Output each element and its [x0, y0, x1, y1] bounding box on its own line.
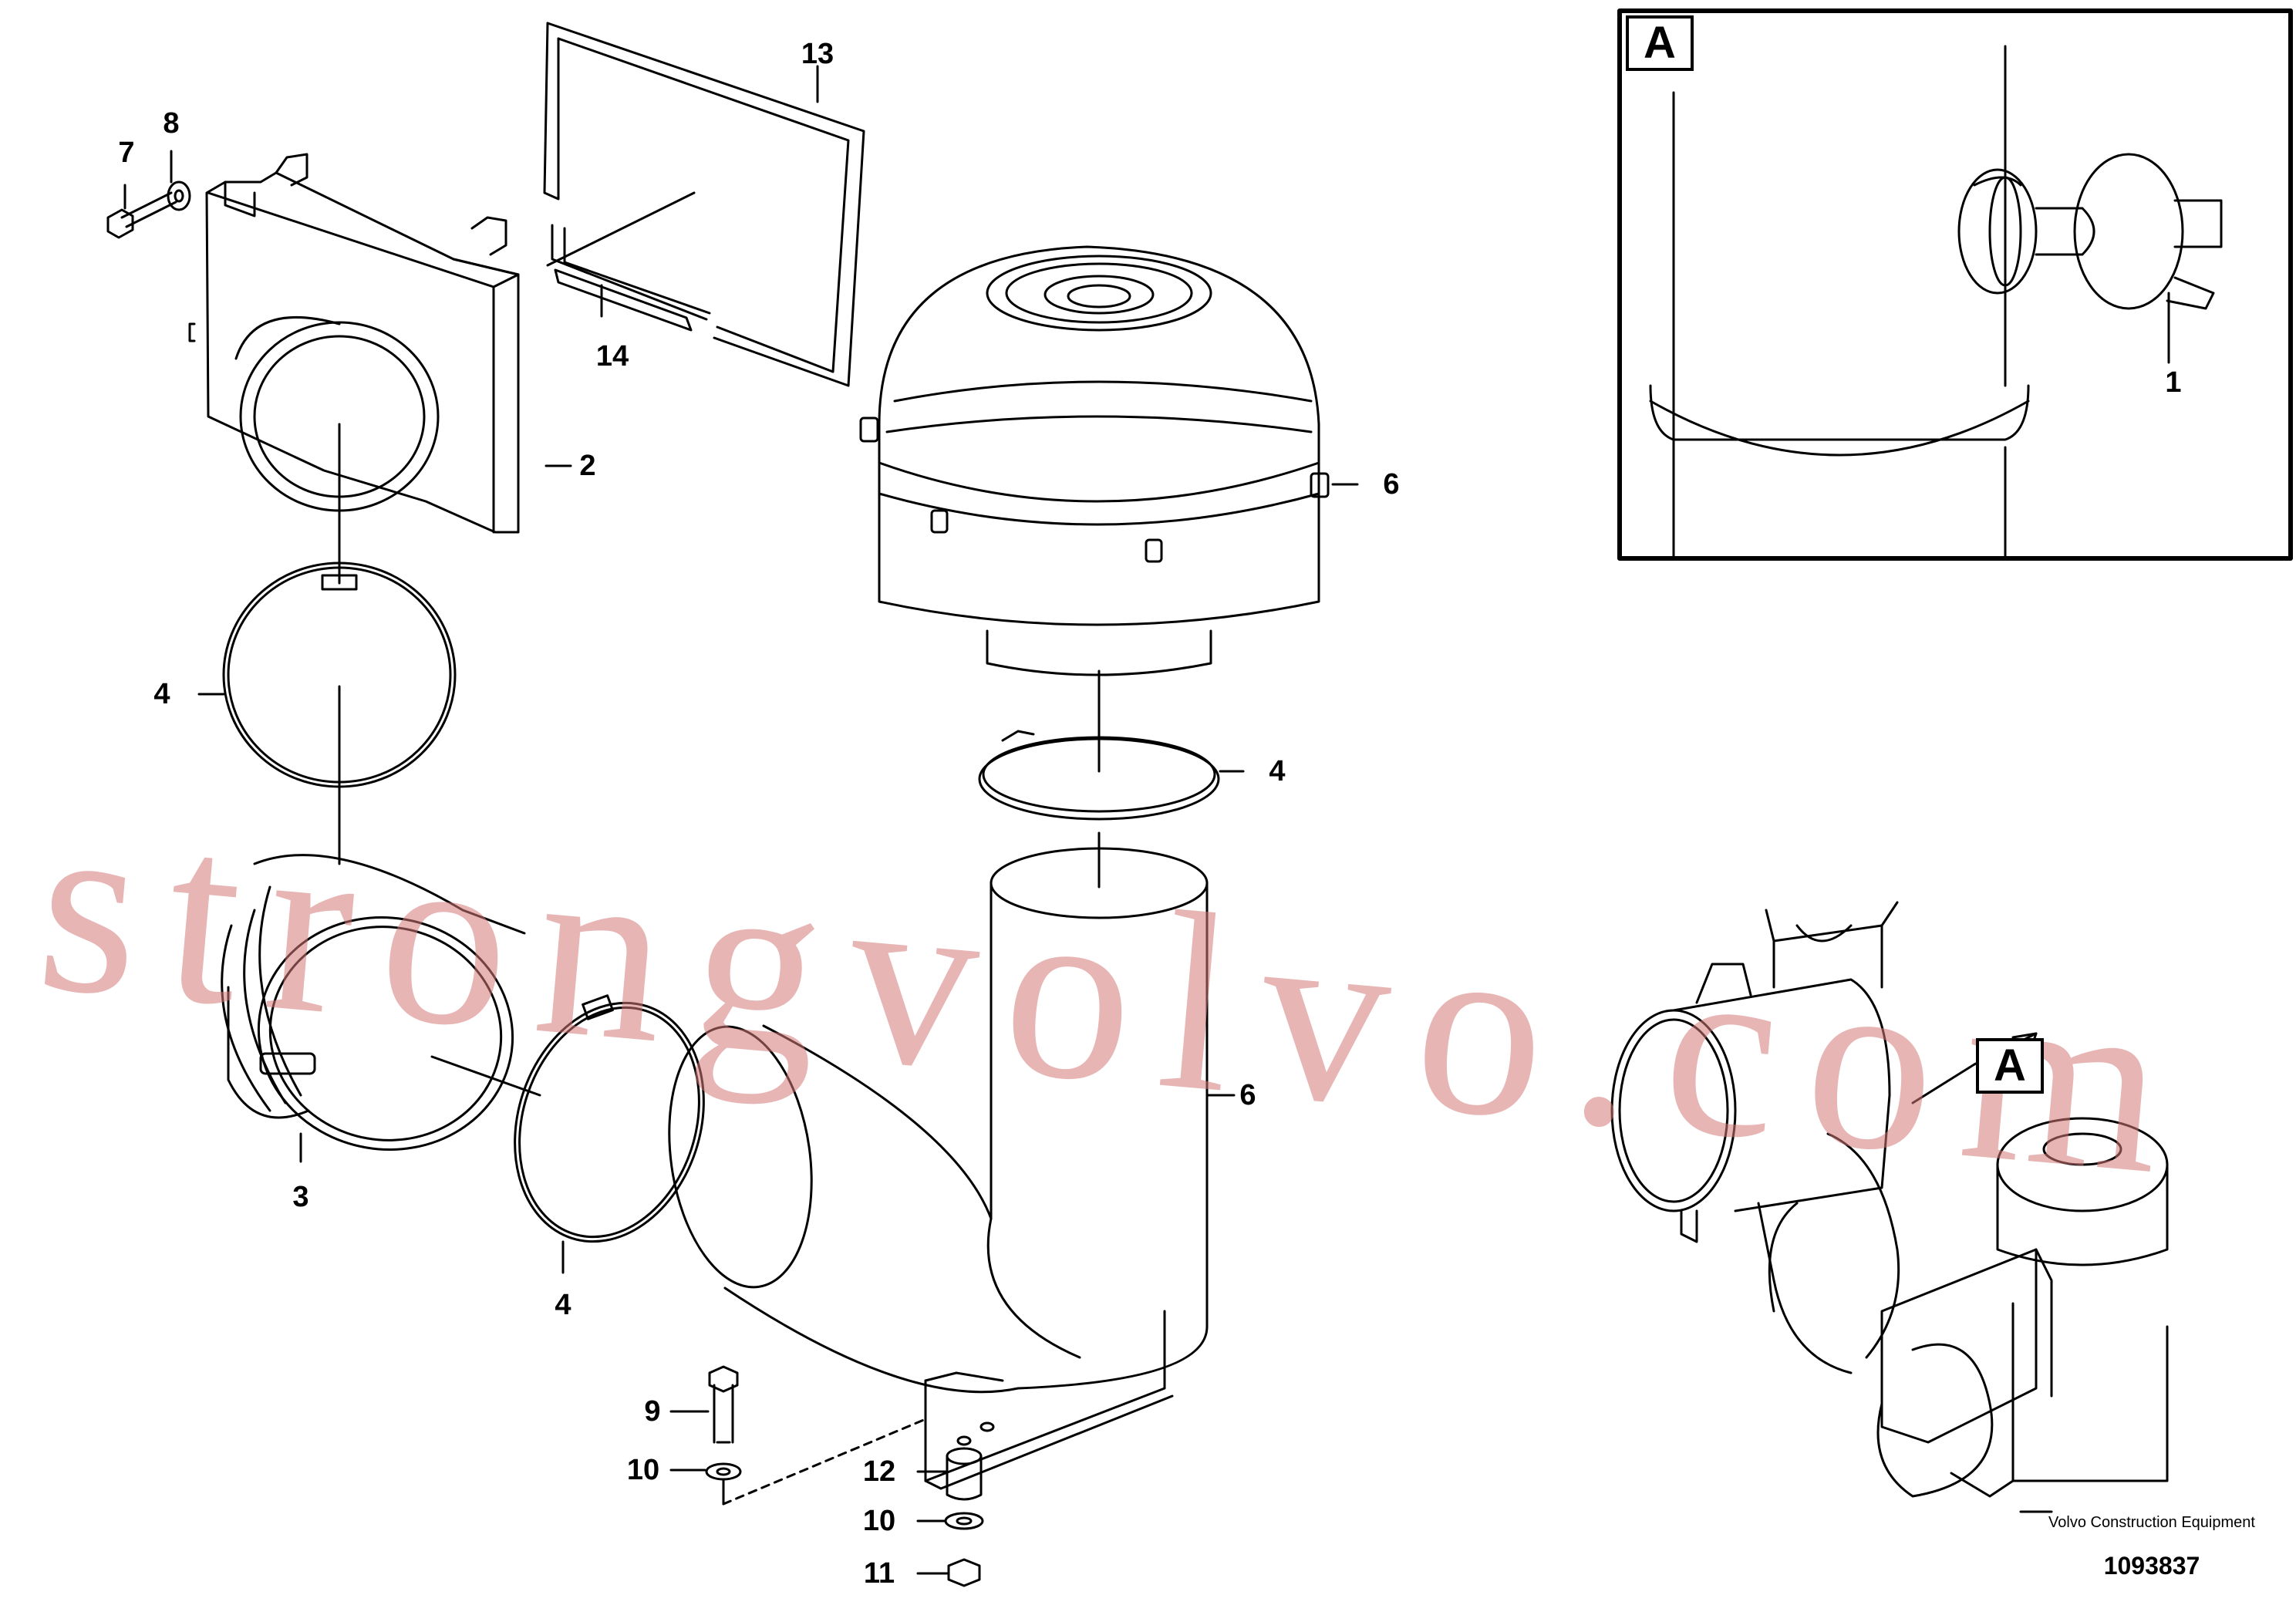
bolt-7: [106, 184, 177, 239]
callout-10-left: 10: [626, 1454, 660, 1486]
callout-7: 7: [118, 137, 135, 169]
precleaner-dome-6: [859, 245, 1359, 773]
hose-adapter-3: [221, 854, 541, 1163]
callout-13: 13: [801, 38, 834, 70]
detail-a-reference-tag: A: [1976, 1038, 2044, 1094]
callout-4-upper-right: 4: [1269, 755, 1286, 787]
clamp-4-lower: [514, 994, 705, 1274]
washer-10-right: [916, 1512, 984, 1530]
callout-6-partial: 6: [1239, 1079, 1256, 1111]
callout-2: 2: [579, 450, 596, 482]
bolt-9: [669, 1365, 739, 1444]
callout-6: 6: [1383, 468, 1400, 501]
spacer-12: [916, 1447, 983, 1501]
callout-1: 1: [2165, 366, 2182, 399]
overview-assembly: [1610, 901, 2169, 1513]
callout-12: 12: [862, 1455, 896, 1488]
clamp-4-upper-left: [197, 561, 457, 865]
seal-strip-14: [554, 268, 693, 332]
flange-housing-2: [188, 153, 572, 585]
drawing-number: 1093837: [2103, 1552, 2200, 1580]
washer-10-left: [669, 1462, 742, 1506]
detail-a-label: A: [1626, 15, 1694, 71]
seal-frame-13: [543, 22, 865, 387]
nut-11: [916, 1558, 981, 1587]
callout-3: 3: [292, 1181, 309, 1213]
washer-8: [167, 150, 191, 211]
callout-10-right: 10: [862, 1505, 896, 1537]
callout-11: 11: [863, 1557, 895, 1590]
assembly-dashed-line: [722, 1418, 927, 1506]
callout-14: 14: [595, 340, 629, 373]
elbow-pipe-5: [668, 831, 1236, 1490]
callout-4-lower: 4: [555, 1289, 571, 1321]
callout-4-upper-left: 4: [153, 678, 170, 710]
clamp-4-upper-right: [978, 730, 1245, 821]
callout-8: 8: [163, 107, 180, 140]
brand-name: Volvo Construction Equipment: [2048, 1514, 2255, 1531]
detail-a-frame: [1617, 8, 2293, 561]
callout-9: 9: [644, 1395, 661, 1428]
